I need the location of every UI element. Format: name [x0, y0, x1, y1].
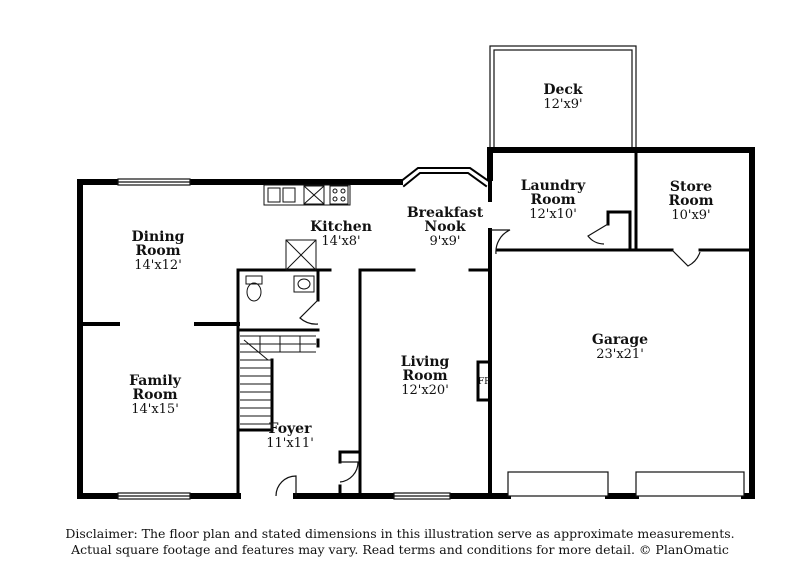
foyer-label: Foyer — [269, 421, 313, 437]
breakfast-label-1: Breakfast — [407, 205, 484, 221]
garage-dim: 23'x21' — [596, 347, 644, 362]
doors — [275, 223, 701, 497]
breakfast-dim: 9'x9' — [429, 234, 460, 249]
half-bath-fixtures — [245, 275, 315, 302]
deck-dim: 12'x9' — [543, 97, 582, 112]
garage-label: Garage — [592, 332, 648, 348]
disclaimer-line-2: Actual square footage and features may v… — [71, 542, 729, 557]
store-label-2: Room — [668, 193, 713, 209]
living-label-2: Room — [402, 368, 447, 384]
deck-label: Deck — [543, 82, 583, 98]
family-dim: 14'x15' — [131, 402, 179, 417]
family-label-2: Room — [132, 387, 177, 403]
foyer-dim: 11'x11' — [266, 436, 314, 451]
disclaimer: Disclaimer: The floor plan and stated di… — [0, 526, 800, 558]
breakfast-label-2: Nook — [424, 219, 465, 235]
windows — [117, 178, 745, 500]
kitchen-label: Kitchen — [310, 219, 372, 235]
fireplace-label: FP — [478, 377, 490, 387]
laundry-label-2: Room — [530, 192, 575, 208]
dining-label-1: Dining — [132, 229, 185, 245]
living-dim: 12'x20' — [401, 383, 449, 398]
store-dim: 10'x9' — [671, 208, 710, 223]
laundry-label-1: Laundry — [521, 178, 586, 194]
kitchen-dim: 14'x8' — [321, 234, 360, 249]
living-label-1: Living — [401, 354, 450, 370]
dining-dim: 14'x12' — [134, 258, 182, 273]
laundry-dim: 12'x10' — [529, 207, 577, 222]
staircase — [240, 335, 316, 425]
disclaimer-line-1: Disclaimer: The floor plan and stated di… — [65, 526, 735, 541]
store-label-1: Store — [670, 179, 712, 195]
walls — [77, 147, 755, 499]
kitchen-counter — [263, 184, 351, 271]
dining-label-2: Room — [135, 243, 180, 259]
family-label-1: Family — [129, 373, 182, 389]
